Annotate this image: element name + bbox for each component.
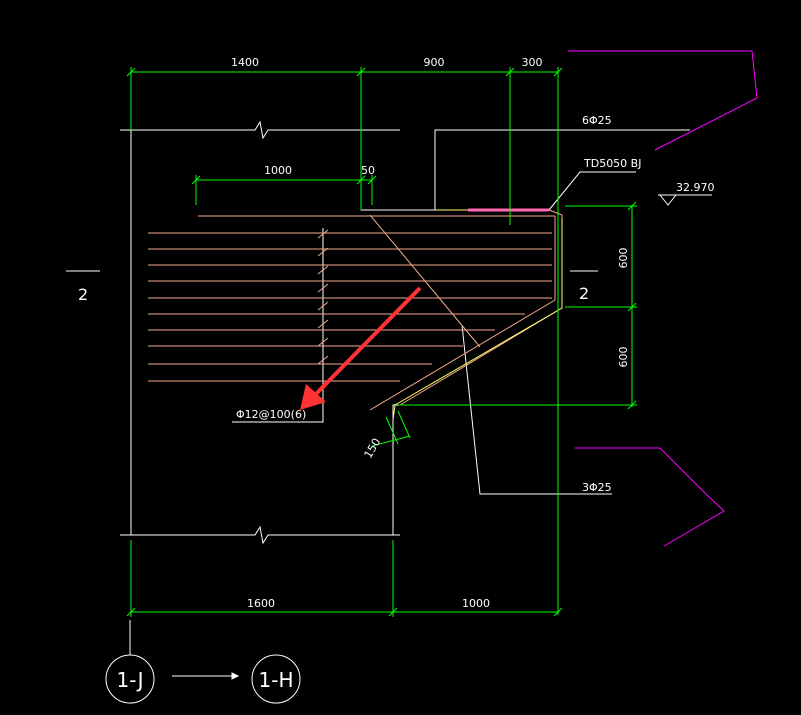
dim-tick — [388, 607, 398, 617]
bottom-bars-leader — [461, 324, 612, 495]
label-embedded-plate: TD5050 BJ — [583, 157, 641, 170]
dim-text-top-3: 300 — [522, 56, 543, 69]
label-bottom-bars: 3Φ25 — [582, 481, 612, 494]
upper-notch — [360, 129, 690, 211]
dim-tick — [553, 67, 563, 77]
dim-tick — [126, 67, 136, 77]
dim-tick — [356, 175, 366, 185]
plate-leader — [548, 171, 636, 211]
dim-tick — [627, 400, 637, 410]
diagonal-bar — [369, 214, 481, 348]
red-arrow — [300, 286, 422, 410]
dim-text-right-1: 600 — [617, 248, 630, 269]
tick-7 — [317, 337, 329, 347]
lower-step — [392, 404, 478, 535]
magenta-markers — [568, 50, 758, 547]
yellow-lines — [392, 209, 563, 421]
dim-tick — [553, 607, 563, 617]
dim-text-inner-1: 1000 — [264, 164, 292, 177]
dim-tick — [505, 67, 515, 77]
red-arrow-shaft — [310, 286, 422, 400]
label-elevation: 32.970 — [676, 181, 715, 194]
dim-tick — [356, 67, 366, 77]
axis-label-to: 1-H — [259, 668, 294, 692]
tick-6 — [317, 319, 329, 329]
tick-4 — [317, 283, 329, 293]
dim-text-top-2: 900 — [424, 56, 445, 69]
tick-3 — [317, 265, 329, 275]
dim-chamfer-line — [371, 435, 411, 447]
elevation-triangle — [659, 194, 677, 206]
dim-text-bottom-1: 1600 — [247, 597, 275, 610]
rebar-group — [148, 209, 563, 411]
dim-text-right-2: 600 — [617, 347, 630, 368]
section-number-left: 2 — [78, 285, 88, 304]
tick-1 — [317, 229, 329, 239]
dim-tick — [126, 607, 136, 617]
magenta-top — [568, 50, 758, 151]
section-number-right: 2 — [579, 284, 589, 303]
magenta-bottom — [575, 447, 725, 547]
dim-tick — [627, 201, 637, 211]
red-arrow-head — [300, 384, 326, 410]
tick-5 — [317, 301, 329, 311]
tick-2 — [317, 247, 329, 257]
dim-text-inner-2: 50 — [361, 164, 375, 177]
dim-tick — [367, 175, 377, 185]
dim-tick — [627, 302, 637, 312]
corner-bar-outer — [399, 209, 563, 406]
stirrup-leader — [232, 228, 324, 423]
corner-bar — [369, 216, 556, 411]
break-line-top — [120, 120, 400, 140]
dim-text-top-1: 1400 — [231, 56, 259, 69]
dim-text-bottom-2: 1000 — [462, 597, 490, 610]
dimension-lines — [126, 67, 637, 617]
axis-label-from: 1-J — [117, 668, 144, 692]
dim-tick — [191, 175, 201, 185]
axis-circle-to — [251, 654, 301, 704]
axis-arrow-head — [231, 672, 240, 680]
dim-chamfer-ext-2 — [397, 410, 411, 439]
break-line-bottom — [120, 525, 400, 545]
label-top-bars: 6Φ25 — [582, 114, 612, 127]
dim-text-chamfer: 150 — [362, 436, 384, 461]
tick-8 — [317, 355, 329, 365]
label-stirrups: Φ12@100(6) — [236, 408, 306, 421]
yellow-chamfer — [392, 218, 563, 421]
